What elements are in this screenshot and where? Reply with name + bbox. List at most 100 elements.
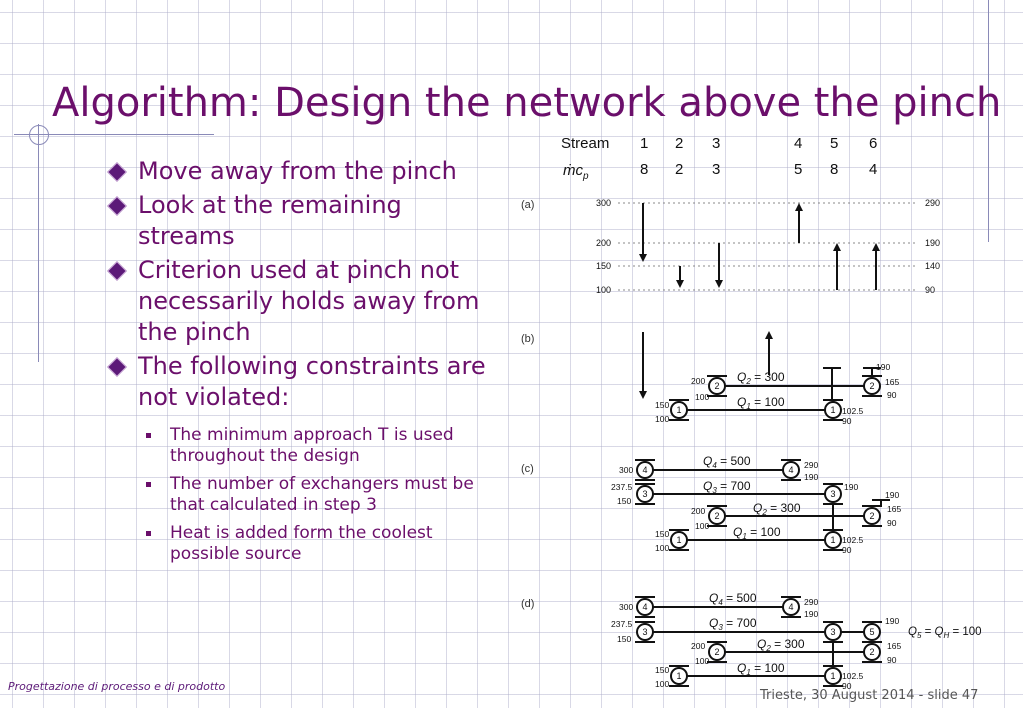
temperature-label: 150 bbox=[655, 400, 669, 410]
heat-duty-label: Q2 = 300 bbox=[757, 637, 805, 653]
heat-exchanger-unit: 3 bbox=[823, 483, 843, 505]
heat-duty-label: Q4 = 500 bbox=[703, 454, 751, 470]
heat-exchanger-unit: 1 bbox=[823, 665, 843, 687]
sub-bullet-list: The minimum approach T is used throughou… bbox=[138, 425, 498, 565]
temperature-label: 100 bbox=[695, 656, 709, 666]
panel-label: (c) bbox=[521, 463, 534, 475]
heat-duty-label: Q3 = 700 bbox=[703, 479, 751, 495]
heat-exchanger-unit: 3 bbox=[823, 621, 843, 643]
temperature-label: 100 bbox=[655, 543, 669, 553]
mcp-value: 8 bbox=[640, 161, 648, 178]
heat-duty-label: Q1 = 100 bbox=[737, 395, 785, 411]
heat-exchanger-unit: 1 bbox=[823, 399, 843, 421]
stream-number: 3 bbox=[712, 135, 720, 152]
bullet-item: Look at the remaining streams bbox=[107, 190, 498, 252]
temperature-label: 102.5 bbox=[842, 671, 864, 681]
svg-text:1: 1 bbox=[830, 535, 835, 545]
temperature-label: 90 bbox=[925, 285, 935, 295]
stream-number: 2 bbox=[675, 135, 683, 152]
heat-exchanger-unit: 1 bbox=[669, 665, 689, 687]
svg-text:4: 4 bbox=[788, 602, 793, 612]
panel-label: (a) bbox=[521, 199, 534, 211]
heat-exchanger-unit: 2 bbox=[862, 505, 882, 527]
svg-text:2: 2 bbox=[714, 381, 719, 391]
temperature-label: 237.5 bbox=[611, 619, 633, 629]
temperature-label: 190 bbox=[925, 238, 940, 248]
heat-exchanger-unit: 1 bbox=[669, 399, 689, 421]
temperature-label: 90 bbox=[887, 655, 897, 665]
stream-number: 4 bbox=[794, 135, 802, 152]
svg-text:4: 4 bbox=[642, 602, 647, 612]
panel-label: (d) bbox=[521, 598, 534, 610]
temperature-label: 150 bbox=[596, 261, 611, 271]
temperature-label: 300 bbox=[596, 198, 611, 208]
heat-exchanger-unit: 4 bbox=[635, 459, 655, 481]
temperature-label: 190 bbox=[804, 609, 818, 619]
temperature-label: 140 bbox=[925, 261, 940, 271]
square-bullet-icon bbox=[146, 531, 151, 536]
temperature-label: 90 bbox=[887, 390, 897, 400]
heat-exchanger-unit: 2 bbox=[707, 641, 727, 663]
temperature-label: 290 bbox=[804, 460, 818, 470]
svg-text:1: 1 bbox=[830, 671, 835, 681]
temperature-label: 190 bbox=[876, 362, 890, 372]
heat-exchanger-unit: 2 bbox=[707, 505, 727, 527]
heat-exchanger-unit: 3 bbox=[635, 483, 655, 505]
bullet-item: The following constraints are not violat… bbox=[107, 351, 498, 565]
svg-text:3: 3 bbox=[830, 489, 835, 499]
svg-text:3: 3 bbox=[642, 489, 647, 499]
temperature-label: 190 bbox=[804, 472, 818, 482]
bullet-item: Move away from the pinch bbox=[107, 156, 498, 187]
temperature-label: 200 bbox=[691, 641, 705, 651]
bullet-list: Move away from the pinch Look at the rem… bbox=[107, 156, 498, 572]
heat-exchanger-unit: 1 bbox=[669, 529, 689, 551]
temperature-label: 300 bbox=[619, 465, 633, 475]
temperature-label: 200 bbox=[691, 376, 705, 386]
svg-text:1: 1 bbox=[676, 671, 681, 681]
sub-bullet-item: The minimum approach T is used throughou… bbox=[138, 425, 500, 467]
svg-text:2: 2 bbox=[869, 647, 874, 657]
slide-title: Algorithm: Design the network above the … bbox=[52, 80, 1002, 126]
mcp-value: 3 bbox=[712, 161, 720, 178]
square-bullet-icon bbox=[146, 433, 151, 438]
heat-exchanger-unit: 2 bbox=[862, 375, 882, 397]
svg-text:2: 2 bbox=[714, 647, 719, 657]
temperature-label: 200 bbox=[596, 238, 611, 248]
decor-horizontal-line bbox=[14, 134, 214, 135]
figure-header: Stream ṁcp 1 2 3 4 5 6 8 2 3 5 8 4 bbox=[561, 135, 877, 182]
hot-utility-label: Q5 = QH = 100 bbox=[908, 626, 982, 640]
svg-text:1: 1 bbox=[676, 535, 681, 545]
sub-bullet-item: Heat is added form the coolest possible … bbox=[138, 523, 500, 565]
diamond-bullet-icon bbox=[107, 196, 127, 216]
heat-exchanger-unit: 1 bbox=[823, 529, 843, 551]
svg-text:3: 3 bbox=[830, 627, 835, 637]
svg-text:1: 1 bbox=[676, 405, 681, 415]
heat-exchanger-unit: 4 bbox=[781, 459, 801, 481]
footer-slide-info: Trieste, 30 August 2014 - slide 47 bbox=[760, 688, 979, 703]
temperature-label: 150 bbox=[655, 529, 669, 539]
stream-number: 5 bbox=[830, 135, 838, 152]
mcp-label: ṁcp bbox=[563, 162, 589, 182]
temperature-label: 190 bbox=[885, 490, 899, 500]
heat-duty-label: Q2 = 300 bbox=[753, 501, 801, 517]
svg-text:2: 2 bbox=[869, 511, 874, 521]
mcp-value: 8 bbox=[830, 161, 838, 178]
svg-text:4: 4 bbox=[788, 465, 793, 475]
stream-number: 6 bbox=[869, 135, 877, 152]
temperature-label: 165 bbox=[887, 641, 901, 651]
temperature-label: 165 bbox=[887, 504, 901, 514]
svg-text:5: 5 bbox=[869, 627, 874, 637]
svg-text:1: 1 bbox=[830, 405, 835, 415]
temperature-label: 90 bbox=[887, 518, 897, 528]
svg-text:2: 2 bbox=[714, 511, 719, 521]
temperature-label: 90 bbox=[842, 545, 852, 555]
temperature-label: 100 bbox=[655, 679, 669, 689]
panel-d: 300 237.5 150 290 190 190 165 90 200 100… bbox=[611, 591, 982, 691]
temperature-label: 150 bbox=[655, 665, 669, 675]
heat-exchanger-unit: 4 bbox=[781, 596, 801, 618]
mcp-value: 4 bbox=[869, 161, 877, 178]
decor-circle bbox=[29, 125, 49, 145]
svg-text:2: 2 bbox=[869, 381, 874, 391]
temperature-label: 237.5 bbox=[611, 482, 633, 492]
